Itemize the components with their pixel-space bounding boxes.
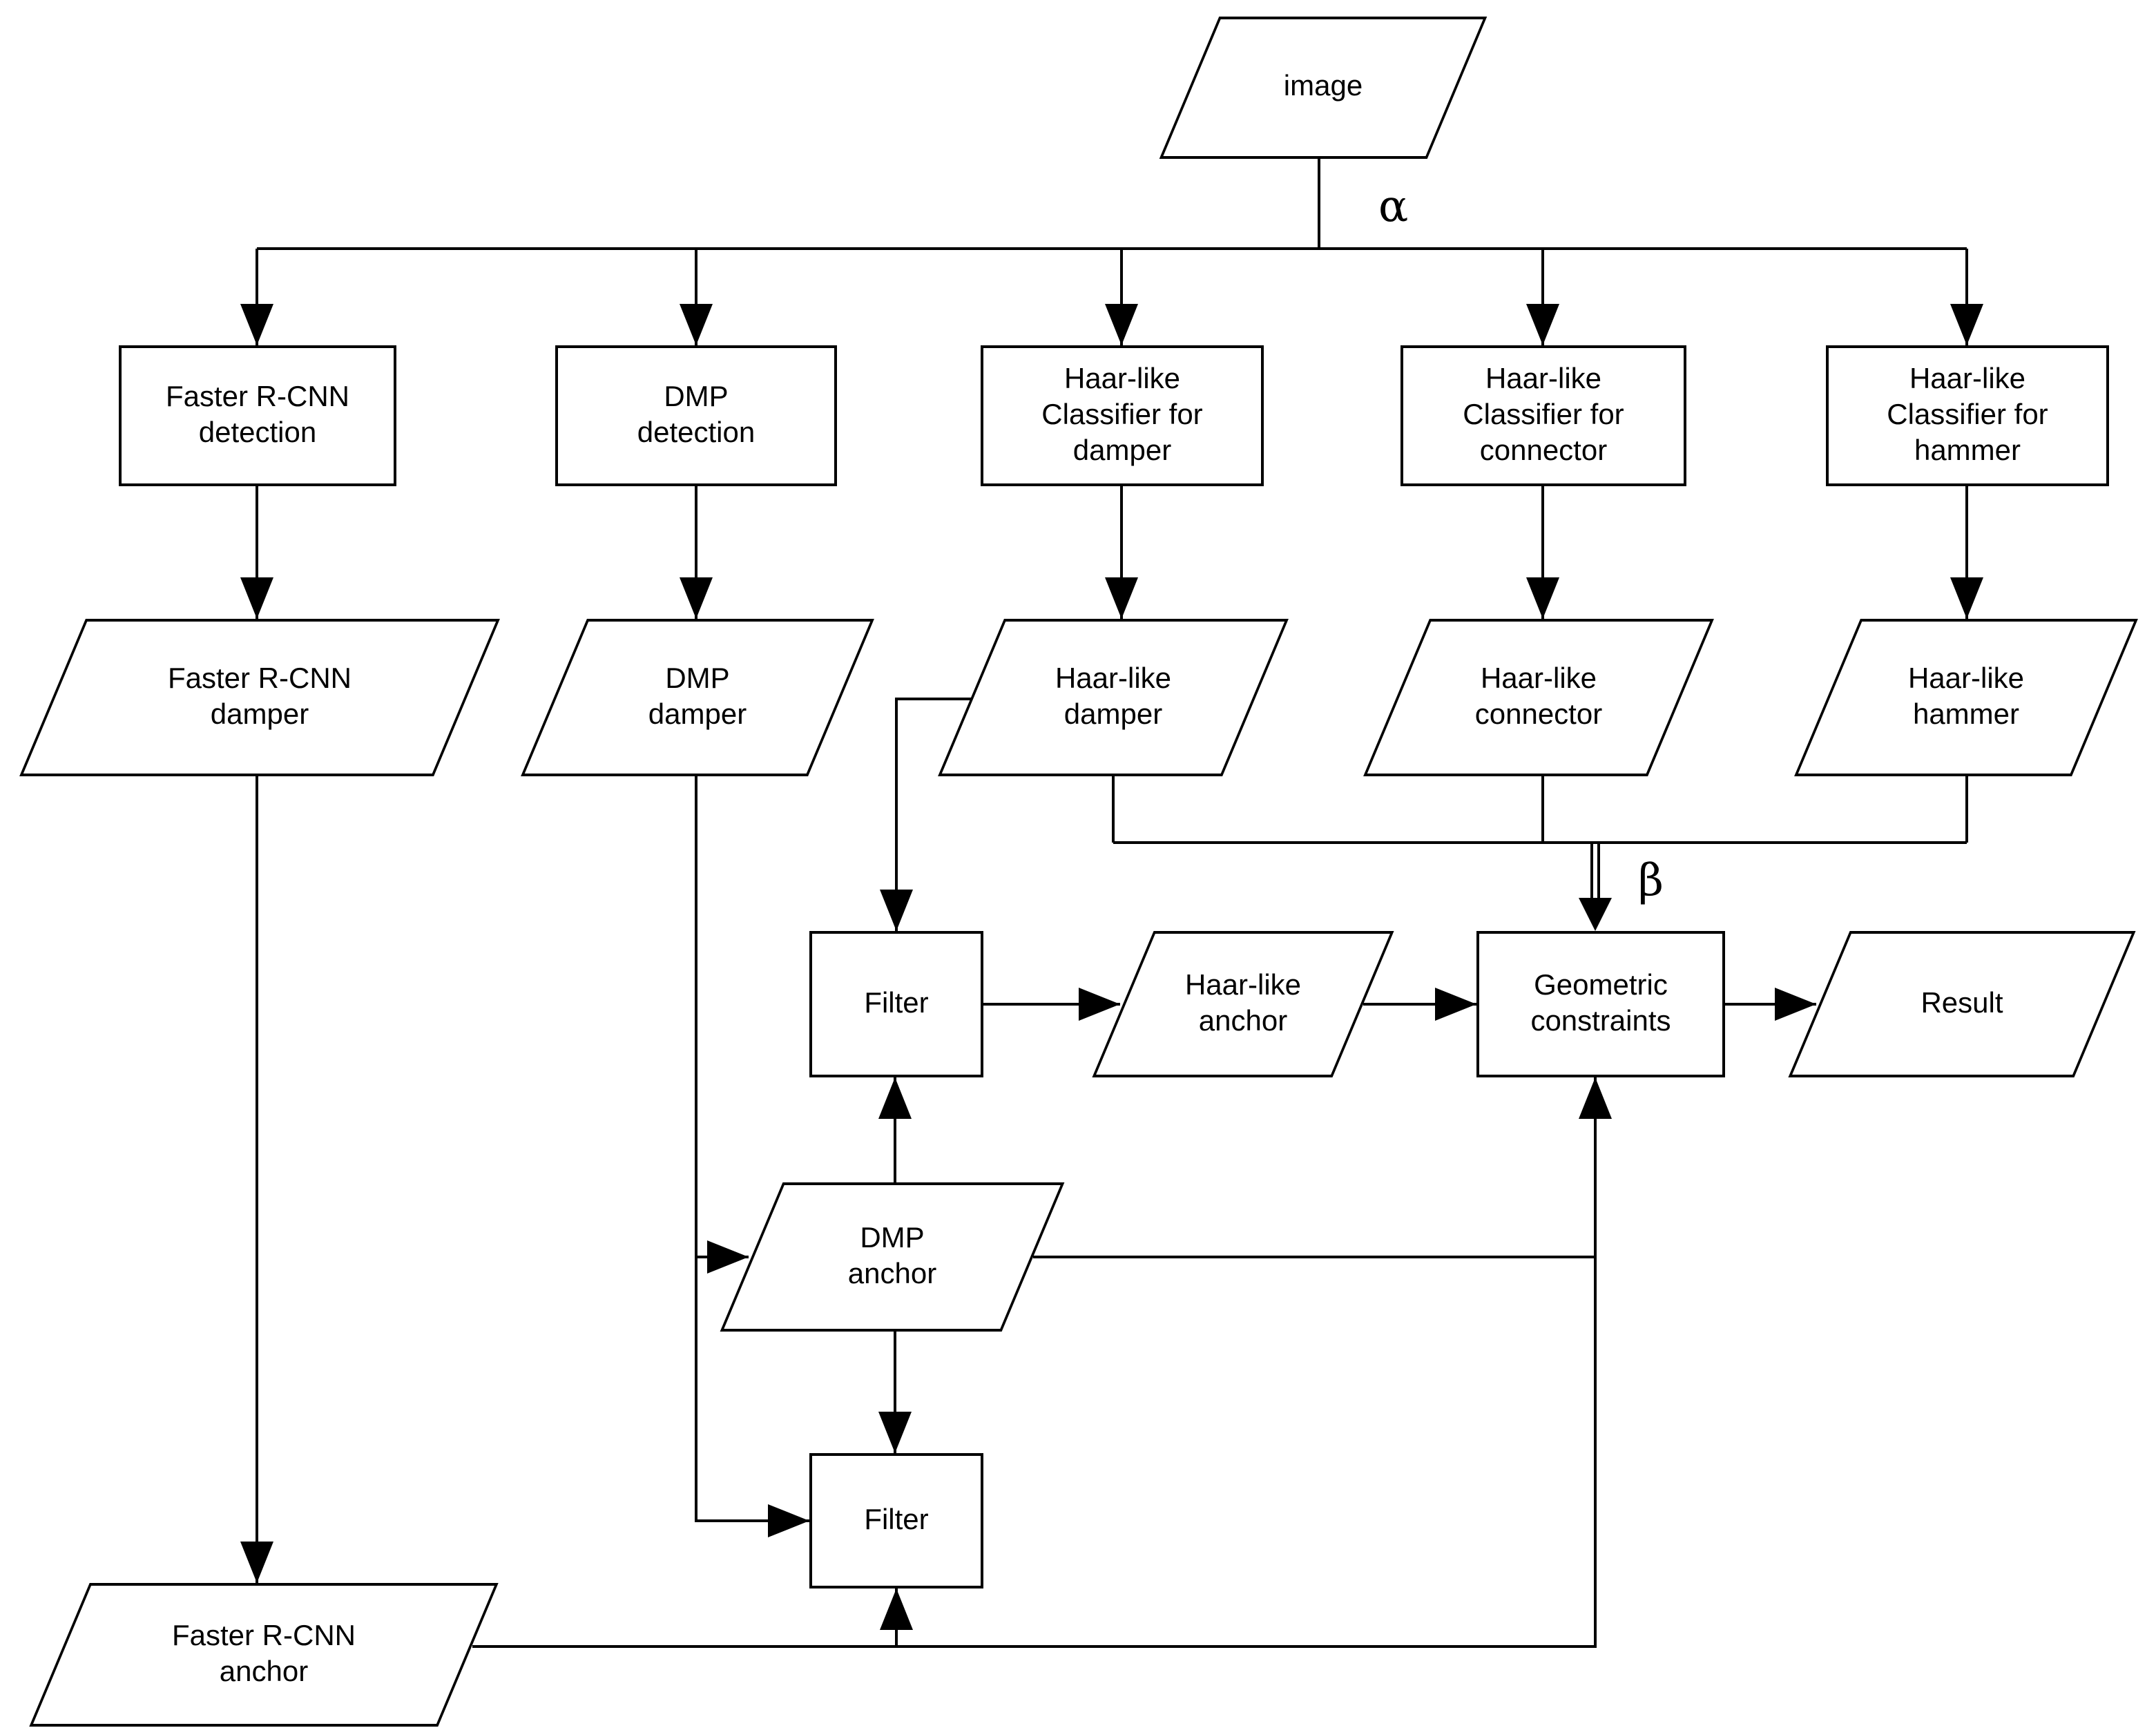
node-haar-classifier-connector-label: Haar-like Classifier for connector — [1463, 363, 1624, 468]
node-dmp-detection: DMP detection — [555, 345, 837, 486]
node-filter-top-label: Filter — [864, 987, 929, 1019]
node-dmp-anchor: DMP anchor — [720, 1182, 1065, 1332]
node-dmp-damper-label: DMP damper — [648, 662, 747, 731]
node-haar-damper: Haar-like damper — [938, 619, 1289, 776]
node-haar-classifier-damper-label: Haar-like Classifier for damper — [1041, 363, 1203, 468]
node-faster-rcnn-damper: Faster R-CNN damper — [19, 619, 500, 776]
node-faster-rcnn-anchor-label: Faster R-CNN anchor — [171, 1620, 356, 1688]
node-filter-bottom-label: Filter — [864, 1504, 929, 1536]
node-haar-classifier-hammer: Haar-like Classifier for hammer — [1826, 345, 2109, 486]
node-haar-classifier-hammer-label: Haar-like Classifier for hammer — [1887, 363, 2048, 468]
node-haar-classifier-connector: Haar-like Classifier for connector — [1401, 345, 1686, 486]
node-dmp-anchor-label: DMP anchor — [847, 1222, 937, 1290]
alpha-edge-label: α — [1378, 181, 1408, 232]
node-haar-connector: Haar-like connector — [1363, 619, 1714, 776]
edge-faster-rcnn-anchor-to-geometric-constraints — [472, 1077, 1612, 1648]
node-filter-top: Filter — [809, 931, 983, 1077]
node-faster-rcnn-detection: Faster R-CNN detection — [119, 345, 396, 486]
node-haar-classifier-damper: Haar-like Classifier for damper — [981, 345, 1264, 486]
node-haar-damper-label: Haar-like damper — [1055, 662, 1172, 731]
node-result: Result — [1788, 931, 2136, 1077]
node-dmp-damper: DMP damper — [521, 619, 874, 776]
node-faster-rcnn-damper-label: Faster R-CNN damper — [167, 662, 352, 731]
arrowhead-geometric-constraints-top — [1579, 898, 1612, 931]
node-faster-rcnn-detection-label: Faster R-CNN detection — [165, 381, 349, 449]
node-geometric-constraints-label: Geometric constraints — [1530, 969, 1671, 1037]
node-image: image — [1159, 17, 1488, 159]
edge-haar-damper-to-filter-top — [880, 698, 972, 931]
node-dmp-detection-label: DMP detection — [637, 381, 755, 449]
node-result-label: Result — [1921, 987, 2003, 1019]
node-image-label: image — [1283, 70, 1363, 103]
node-haar-hammer: Haar-like hammer — [1794, 619, 2138, 776]
edge-dmp-damper-to-filter-bottom — [695, 776, 809, 1537]
node-filter-bottom: Filter — [809, 1453, 983, 1588]
beta-edge-label: β — [1638, 855, 1664, 906]
node-faster-rcnn-anchor: Faster R-CNN anchor — [29, 1583, 499, 1727]
node-haar-hammer-label: Haar-like hammer — [1907, 662, 2025, 731]
node-haar-anchor-label: Haar-like anchor — [1184, 969, 1302, 1037]
node-haar-connector-label: Haar-like connector — [1474, 662, 1603, 731]
node-haar-anchor: Haar-like anchor — [1092, 931, 1394, 1077]
node-geometric-constraints: Geometric constraints — [1476, 931, 1725, 1077]
